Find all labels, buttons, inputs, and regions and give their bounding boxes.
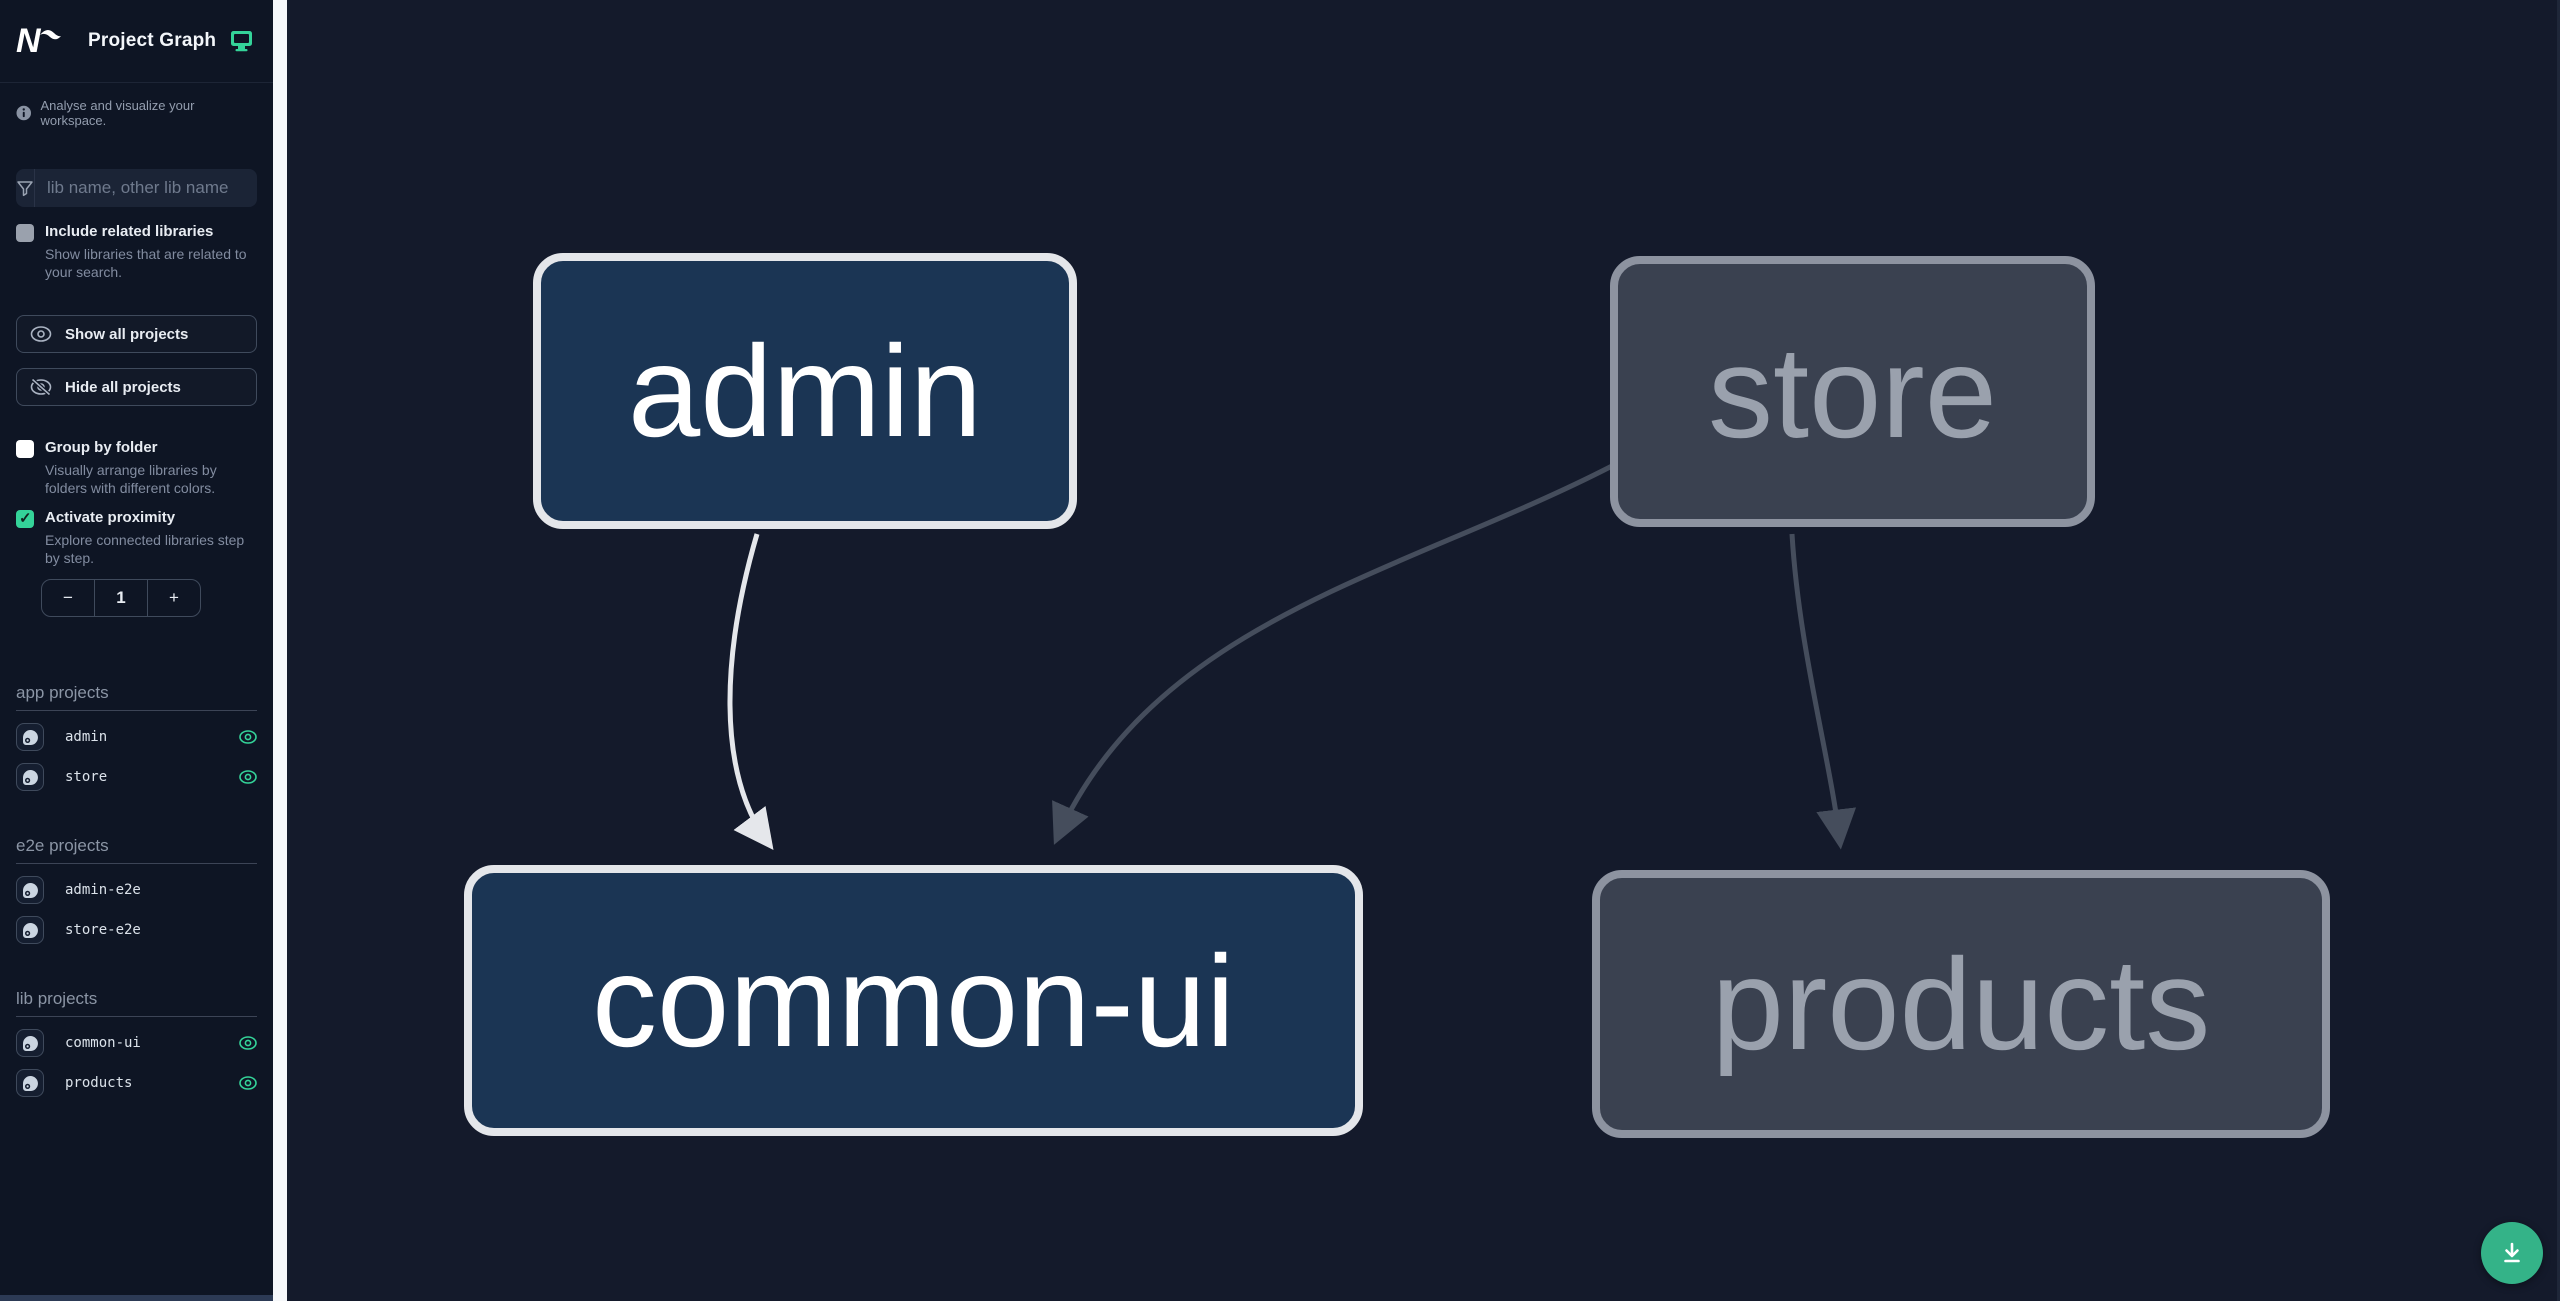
- monitor-icon[interactable]: [230, 30, 253, 52]
- focus-icon: [22, 922, 38, 938]
- show-all-projects-label: Show all projects: [65, 325, 189, 343]
- focus-icon: [22, 729, 38, 745]
- info-icon: [16, 105, 32, 121]
- section-lib-projects: lib projects common-ui: [16, 989, 257, 1098]
- hide-all-projects-label: Hide all projects: [65, 378, 181, 396]
- focus-icon: [22, 882, 38, 898]
- project-row-admin-e2e: admin-e2e: [16, 876, 257, 905]
- eye-off-icon: [30, 378, 52, 397]
- focus-project-button[interactable]: [16, 876, 44, 905]
- search-input[interactable]: [35, 169, 257, 207]
- graph-node-products[interactable]: products: [1592, 870, 2330, 1138]
- activate-proximity-checkbox[interactable]: [16, 509, 34, 529]
- include-related-checkbox[interactable]: [16, 224, 34, 242]
- section-title: e2e projects: [16, 836, 257, 865]
- proximity-increment-button[interactable]: +: [169, 588, 179, 608]
- proximity-stepper: − 1 +: [41, 579, 201, 618]
- project-row-store-e2e: store-e2e: [16, 916, 257, 945]
- project-name[interactable]: store: [65, 769, 108, 786]
- group-by-folder-block: Group by folder Visually arrange librari…: [0, 439, 273, 497]
- focus-project-button[interactable]: [16, 723, 44, 752]
- node-label: store: [1707, 318, 1997, 465]
- edge-store-to-products[interactable]: [1789, 533, 1857, 850]
- section-app-projects: app projects admin: [16, 683, 257, 792]
- toggle-visibility-eye-icon[interactable]: [239, 770, 257, 785]
- include-related-block: Include related libraries Show libraries…: [0, 223, 273, 281]
- node-label: products: [1711, 931, 2211, 1077]
- nx-logo-icon: N: [16, 21, 62, 61]
- project-row-admin: admin: [16, 723, 257, 752]
- canvas-scrollbar[interactable]: [2557, 0, 2560, 1301]
- proximity-value: 1: [94, 580, 148, 617]
- focus-icon: [22, 1035, 38, 1051]
- eye-icon: [30, 326, 52, 342]
- project-graph-canvas[interactable]: admin store common-ui products: [287, 0, 2560, 1301]
- focus-project-button[interactable]: [16, 1069, 44, 1098]
- project-row-products: products: [16, 1069, 257, 1098]
- project-name[interactable]: admin-e2e: [65, 882, 141, 899]
- sidebar: N Project Graph Analyse and visualize yo…: [0, 0, 273, 1301]
- toggle-visibility-eye-icon[interactable]: [239, 1076, 257, 1091]
- section-e2e-projects: e2e projects admin-e2e store-e2e: [16, 836, 257, 945]
- project-row-store: store: [16, 763, 257, 792]
- project-name[interactable]: store-e2e: [65, 922, 141, 939]
- project-name[interactable]: admin: [65, 729, 108, 746]
- include-related-description: Show libraries that are related to your …: [45, 245, 247, 280]
- project-row-common-ui: common-ui: [16, 1029, 257, 1058]
- proximity-decrement-button[interactable]: −: [63, 588, 73, 608]
- toggle-visibility-eye-icon[interactable]: [239, 1036, 257, 1051]
- download-icon: [2504, 1242, 2520, 1263]
- focus-project-button[interactable]: [16, 763, 44, 792]
- tagline-text: Analyse and visualize your workspace.: [40, 98, 195, 128]
- search-box: [16, 169, 257, 207]
- graph-node-common-ui[interactable]: common-ui: [464, 865, 1363, 1136]
- activate-proximity-block: Activate proximity Explore connected lib…: [0, 509, 273, 567]
- svg-text:N: N: [16, 22, 42, 60]
- focus-project-button[interactable]: [16, 916, 44, 945]
- node-label: common-ui: [592, 927, 1235, 1074]
- focus-project-button[interactable]: [16, 1029, 44, 1058]
- activate-proximity-description: Explore connected libraries step by step…: [45, 532, 245, 567]
- project-name[interactable]: products: [65, 1075, 133, 1092]
- graph-node-admin[interactable]: admin: [533, 253, 1077, 529]
- sidebar-header: N Project Graph: [0, 0, 273, 83]
- include-related-label: Include related libraries: [45, 223, 214, 240]
- filter-icon: [16, 169, 35, 207]
- activate-proximity-label: Activate proximity: [45, 509, 176, 527]
- show-all-projects-button[interactable]: Show all projects: [16, 315, 257, 354]
- section-title: app projects: [16, 683, 257, 712]
- graph-node-store[interactable]: store: [1610, 256, 2095, 527]
- tagline-row: Analyse and visualize your workspace.: [0, 98, 273, 128]
- section-title: lib projects: [16, 989, 257, 1018]
- focus-icon: [22, 769, 38, 785]
- group-by-folder-checkbox[interactable]: [16, 440, 34, 459]
- project-name[interactable]: common-ui: [65, 1035, 141, 1052]
- focus-icon: [22, 1075, 38, 1091]
- page-title: Project Graph: [88, 30, 217, 51]
- toggle-visibility-eye-icon[interactable]: [239, 730, 257, 745]
- sidebar-scrollbar[interactable]: [0, 1295, 273, 1301]
- edge-store-to-common-ui[interactable]: [1052, 463, 1614, 845]
- sidebar-resize-handle[interactable]: [273, 0, 287, 1301]
- group-by-folder-description: Visually arrange libraries by folders wi…: [45, 461, 217, 497]
- group-by-folder-label: Group by folder: [45, 439, 158, 457]
- edges-layer: [727, 463, 1857, 851]
- node-label: admin: [627, 318, 983, 464]
- edge-admin-to-common-ui[interactable]: [727, 533, 774, 851]
- hide-all-projects-button[interactable]: Hide all projects: [16, 368, 257, 407]
- download-graph-button[interactable]: [2481, 1222, 2543, 1284]
